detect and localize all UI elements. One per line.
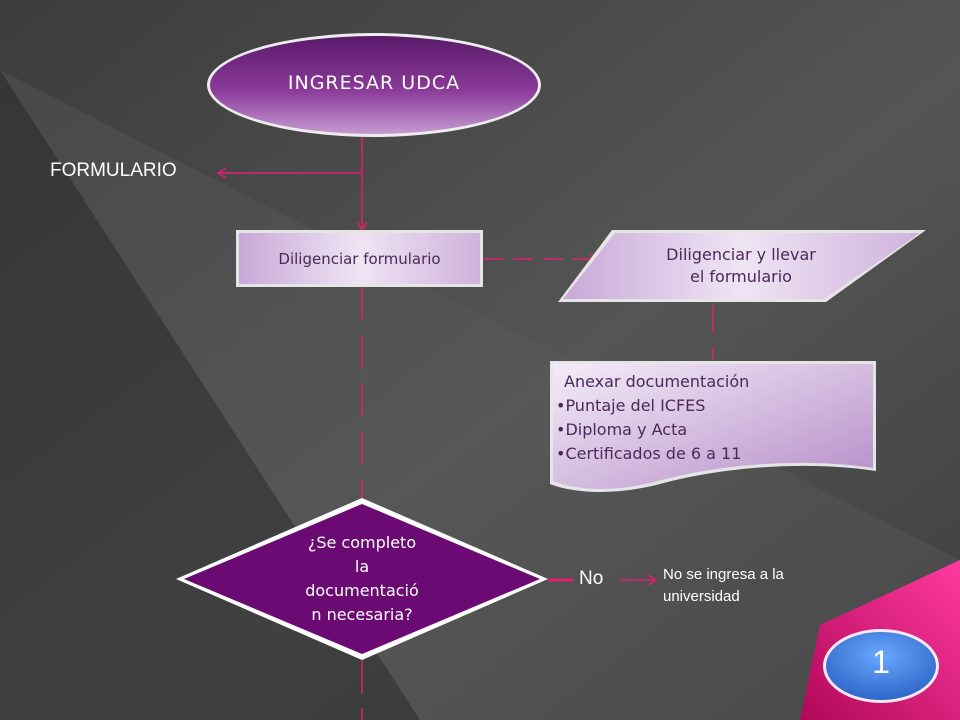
decision-line-4: n necesaria? (311, 605, 413, 624)
document-title: Anexar documentación (564, 372, 750, 391)
process-box (236, 230, 483, 287)
parallelogram-shape (558, 230, 926, 302)
no-label: No (579, 568, 604, 589)
connectors (218, 135, 714, 720)
decision-label: ¿Se completo la documentació n necesaria… (262, 531, 462, 627)
page-number: 1 (872, 644, 890, 680)
formulario-label: FORMULARIO (50, 160, 177, 181)
page-number-badge (823, 629, 939, 703)
document-item-3: •Certificados de 6 a 11 (556, 444, 742, 463)
parallelogram-line-1: Diligenciar y llevar (666, 245, 816, 264)
document-item-1: •Puntaje del ICFES (556, 396, 706, 415)
start-oval (207, 33, 541, 137)
outcome-line-2: universidad (663, 588, 740, 605)
outcome-line-1: No se ingresa a la (663, 566, 784, 583)
document-item-2: •Diploma y Acta (556, 420, 688, 439)
process-label: Diligenciar formulario (278, 250, 441, 268)
outcome-label: No se ingresa a la universidad (663, 564, 784, 608)
decision-line-1: ¿Se completo (307, 533, 417, 552)
start-label: INGRESAR UDCA (287, 72, 461, 94)
parallelogram-label: Diligenciar y llevar el formulario (610, 244, 872, 288)
decision-diamond (176, 498, 548, 660)
parallelogram-line-2: el formulario (690, 267, 792, 286)
document-shape (550, 361, 876, 492)
decision-line-3: documentació (305, 581, 419, 600)
document-text: Anexar documentación •Puntaje del ICFES … (556, 370, 868, 466)
decision-line-2: la (354, 557, 370, 576)
